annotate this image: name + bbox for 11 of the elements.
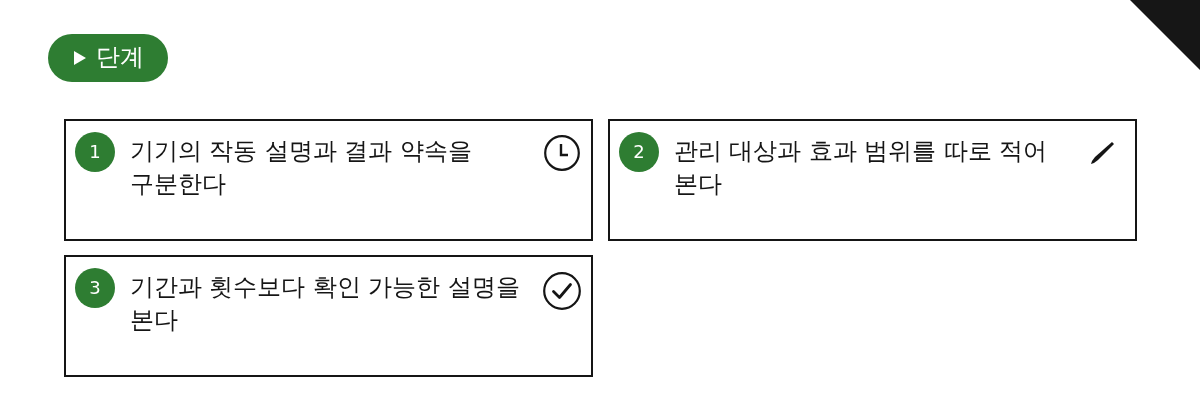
step-card [608, 119, 1137, 241]
tag-label: 단계 [96, 42, 144, 72]
step-card [64, 119, 593, 241]
step-text: 기간과 횟수보다 확인 가능한 설명을 본다 [130, 272, 521, 336]
step-pill [48, 34, 168, 82]
step-card [64, 255, 593, 377]
step-text: 기기의 작동 설명과 결과 약속을 구분한다 [130, 136, 473, 200]
step-number: 2 [619, 132, 659, 172]
step-number: 1 [75, 132, 115, 172]
step-text: 관리 대상과 효과 범위를 따로 적어 본다 [674, 136, 1049, 200]
step-number: 3 [75, 268, 115, 308]
